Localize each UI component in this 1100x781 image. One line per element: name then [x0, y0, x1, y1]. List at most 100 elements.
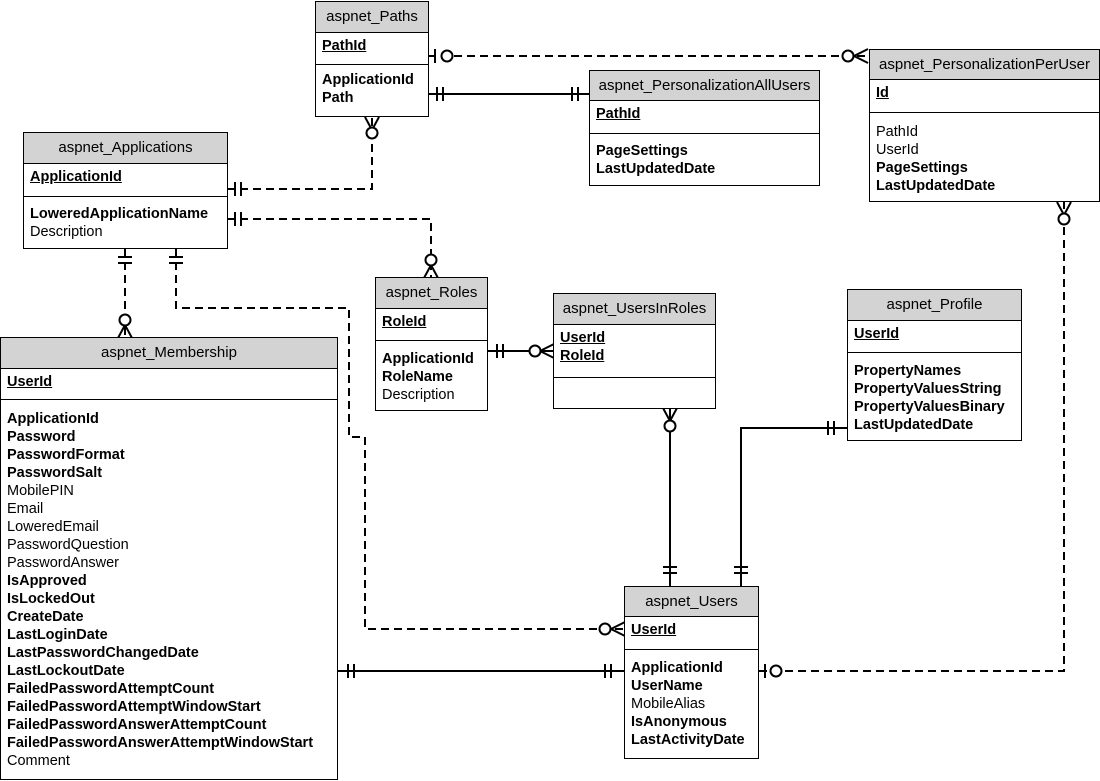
- attribute-field: LastPasswordChangedDate: [7, 645, 199, 661]
- primary-key-field: ApplicationId: [30, 169, 122, 185]
- attribute-field: PasswordFormat: [7, 447, 125, 463]
- primary-key-field: UserId: [7, 374, 53, 390]
- rel-paths-personalization-all-users: [428, 87, 590, 101]
- attribute-field: ApplicationId: [322, 72, 414, 88]
- entity-pk-section: UserId: [625, 617, 758, 650]
- entity-header: aspnet_Users: [625, 587, 758, 617]
- rel-paths-personalization-per-user: [428, 48, 869, 64]
- attribute-field: IsApproved: [7, 573, 87, 589]
- entity-header: aspnet_PersonalizationPerUser: [870, 50, 1099, 80]
- attribute-field: ApplicationId: [631, 660, 723, 676]
- primary-key-field: UserId: [560, 330, 606, 346]
- rel-applications-roles: [227, 212, 439, 279]
- rel-applications-paths: [227, 116, 380, 196]
- attribute-field: LoweredEmail: [7, 519, 99, 535]
- entity-pk-section: ApplicationId: [24, 164, 227, 197]
- attribute-field: Description: [30, 224, 103, 240]
- entity-header: aspnet_Applications: [24, 133, 227, 164]
- entity-attributes: [554, 378, 715, 384]
- rel-users-personalization-per-user: [759, 201, 1072, 678]
- primary-key-field: UserId: [631, 622, 677, 638]
- entity-header: aspnet_Roles: [376, 278, 487, 309]
- entity-pk-section: RoleId: [376, 309, 487, 341]
- attribute-field: IsAnonymous: [631, 714, 727, 730]
- attribute-field: LastUpdatedDate: [596, 161, 716, 177]
- attribute-field: LastUpdatedDate: [876, 178, 996, 194]
- attribute-field: PageSettings: [596, 143, 688, 159]
- attribute-field: LastActivityDate: [631, 732, 745, 748]
- attribute-field: PasswordAnswer: [7, 555, 120, 571]
- attribute-field: Description: [382, 387, 455, 403]
- attribute-field: Password: [7, 429, 76, 445]
- entity-pk-section: UserId: [848, 321, 1021, 353]
- attribute-field: PropertyValuesBinary: [854, 399, 1005, 415]
- primary-key-field: PathId: [322, 38, 367, 54]
- rel-applications-membership: [117, 249, 133, 339]
- rel-applications-users: [169, 249, 626, 637]
- attribute-field: FailedPasswordAnswerAttemptWindowStart: [7, 735, 314, 751]
- attribute-field: UserId: [876, 142, 919, 158]
- attribute-field: ApplicationId: [7, 411, 99, 427]
- entity-pk-section: UserId: [1, 369, 337, 400]
- entity-pk-section: PathId: [590, 101, 819, 134]
- attribute-field: PropertyNames: [854, 363, 962, 379]
- primary-key-field: RoleId: [560, 348, 605, 364]
- rel-users-profile: [734, 421, 848, 587]
- attribute-field: LastUpdatedDate: [854, 417, 974, 433]
- attribute-field: ApplicationId: [382, 351, 474, 367]
- entity-header: aspnet_Paths: [316, 2, 428, 33]
- entity-aspnet-personalization-all-users[interactable]: aspnet_PersonalizationAllUsers PathId Pa…: [589, 70, 820, 186]
- primary-key-field: Id: [876, 85, 889, 101]
- rel-users-users-in-roles: [662, 407, 678, 587]
- attribute-field: IsLockedOut: [7, 591, 95, 607]
- primary-key-field: PathId: [596, 106, 641, 122]
- entity-pk-section: PathId: [316, 33, 428, 65]
- attribute-field: PasswordSalt: [7, 465, 103, 481]
- entity-header: aspnet_Profile: [848, 290, 1021, 321]
- attribute-field: UserName: [631, 678, 703, 694]
- attribute-field: Email: [7, 501, 44, 517]
- primary-key-field: RoleId: [382, 314, 427, 330]
- entity-header: aspnet_PersonalizationAllUsers: [590, 71, 819, 101]
- primary-key-field: UserId: [854, 326, 900, 342]
- attribute-field: MobilePIN: [7, 483, 74, 499]
- attribute-field: PasswordQuestion: [7, 537, 129, 553]
- attribute-field: Comment: [7, 753, 70, 769]
- attribute-field: PathId: [876, 124, 918, 140]
- attribute-field: RoleName: [382, 369, 453, 385]
- attribute-field: FailedPasswordAttemptWindowStart: [7, 699, 261, 715]
- attribute-field: Path: [322, 90, 354, 106]
- entity-header: aspnet_UsersInRoles: [554, 294, 715, 325]
- entity-aspnet-applications[interactable]: aspnet_Applications ApplicationId Lowere…: [23, 132, 228, 249]
- attribute-field: FailedPasswordAttemptCount: [7, 681, 215, 697]
- attribute-field: LastLockoutDate: [7, 663, 125, 679]
- rel-users-membership: [338, 664, 625, 678]
- attribute-field: LastLoginDate: [7, 627, 108, 643]
- attribute-field: MobileAlias: [631, 696, 706, 712]
- attribute-field: PropertyValuesString: [854, 381, 1002, 397]
- entity-pk-section: Id: [870, 80, 1099, 113]
- entity-header: aspnet_Membership: [1, 338, 337, 369]
- attribute-field: PageSettings: [876, 160, 968, 176]
- attribute-field: FailedPasswordAnswerAttemptCount: [7, 717, 267, 733]
- attribute-field: CreateDate: [7, 609, 84, 625]
- attribute-field: LoweredApplicationName: [30, 206, 209, 222]
- rel-roles-users-in-roles: [488, 343, 555, 359]
